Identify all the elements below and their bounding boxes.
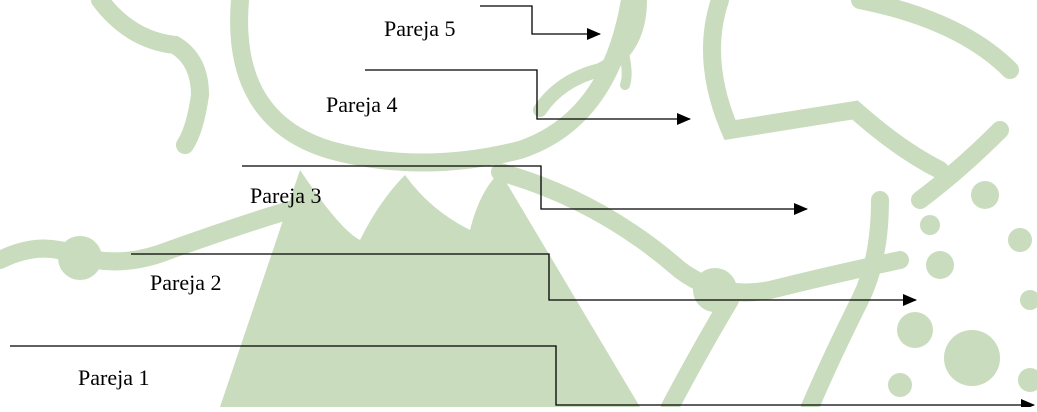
pair-1-connector — [10, 345, 1035, 411]
pair-4-label: Pareja 4 — [326, 92, 398, 117]
pair-2-connector — [131, 253, 917, 306]
connector-lines — [10, 5, 1035, 411]
pair-5-connector — [480, 5, 601, 40]
pair-1-label: Pareja 1 — [78, 365, 150, 390]
pair-4-connector — [365, 69, 691, 125]
pair-3-connector — [242, 165, 808, 215]
pair-5-label: Pareja 5 — [384, 16, 456, 41]
pair-3-label: Pareja 3 — [250, 183, 322, 208]
background-dots — [58, 181, 1037, 397]
pair-2-label: Pareja 2 — [150, 270, 222, 295]
